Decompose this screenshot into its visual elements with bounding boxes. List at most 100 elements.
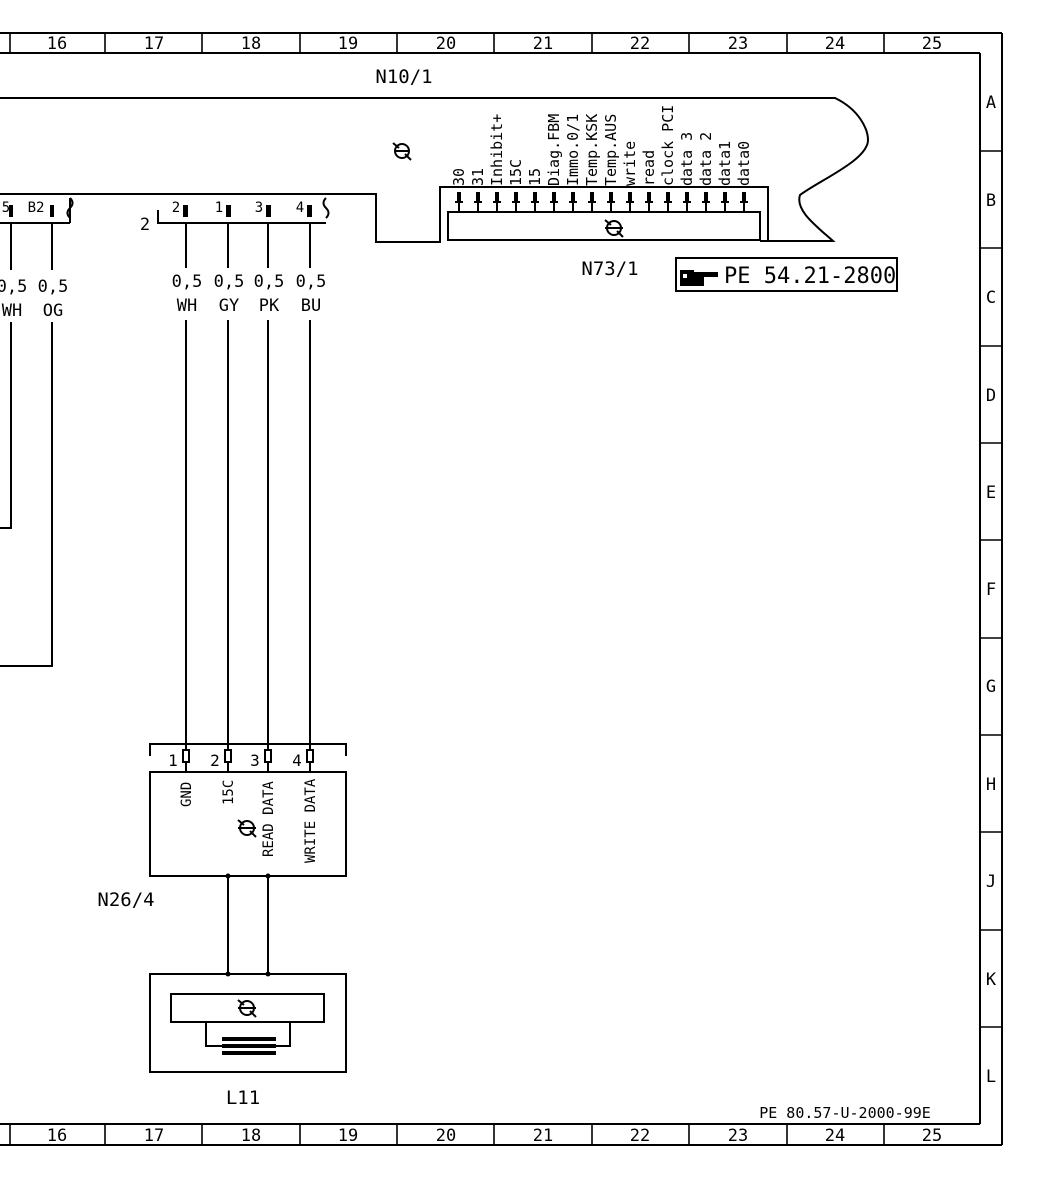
pin-label: Temp.AUS: [602, 114, 620, 186]
wire-size-label: 0,5: [254, 272, 285, 292]
pin-stub: [609, 192, 613, 202]
wire-color-label: PK: [259, 296, 280, 316]
column-label: 24: [825, 1126, 845, 1146]
pin-label: read: [640, 150, 658, 186]
column-label: 21: [533, 34, 553, 54]
signal-label: 15C: [221, 780, 237, 805]
n26-4-label: N26/4: [97, 889, 154, 911]
pin-label: data0: [735, 141, 753, 186]
pin-label: 30: [450, 168, 468, 186]
pin-stub: [723, 192, 727, 202]
signal-label: READ DATA: [261, 781, 277, 857]
connector-pin-label: 3: [255, 200, 263, 216]
column-label: 23: [728, 34, 748, 54]
column-labels-bottom: 16 17 18 19 20 21 22 23 24 25: [47, 1126, 942, 1146]
connector-pin-label: 4: [292, 751, 302, 770]
connector-pin-label: 5: [2, 200, 10, 216]
pin-stub: [552, 192, 556, 202]
l11-label: L11: [226, 1087, 260, 1109]
row-label: G: [986, 677, 996, 697]
connector-2: 2 2 1 3 4: [140, 197, 330, 235]
hand-pointer-icon: [680, 270, 718, 286]
row-label: H: [986, 775, 996, 795]
l11-wires: [225, 873, 271, 977]
row-label: F: [986, 580, 996, 600]
wire-color-label: WH: [2, 301, 22, 321]
n10-1-label: N10/1: [375, 66, 432, 88]
signal-label: WRITE DATA: [303, 778, 319, 863]
pin-label: Temp.KSK: [583, 114, 601, 186]
column-label: 22: [630, 1126, 650, 1146]
connector-2-label: 2: [140, 215, 150, 235]
row-label: B: [986, 191, 996, 211]
row-label: J: [986, 872, 996, 892]
column-label: 23: [728, 1126, 748, 1146]
n73-1-label: N73/1: [581, 258, 638, 280]
signal-wires: 0,5 WH 0,5 GY 0,5 PK 0,5 BU: [172, 223, 327, 750]
pin-label: clock PCI: [659, 105, 677, 186]
wire-size-label: 0,5: [296, 272, 327, 292]
n10-1-module: N10/1: [0, 66, 870, 243]
pin-label: data1: [716, 141, 734, 186]
pin-label: 15: [526, 168, 544, 186]
column-label: 19: [338, 1126, 358, 1146]
column-label: 20: [436, 1126, 456, 1146]
row-label: D: [986, 386, 996, 406]
pin-label: Diag.FBM: [545, 114, 563, 186]
reference-text: PE 54.21-2800: [724, 264, 896, 289]
connector-pin-label: 4: [296, 200, 304, 216]
pin-stub: [571, 192, 575, 202]
pin-label: Immo.0/1: [564, 114, 582, 186]
l11-coil: L11: [149, 973, 347, 1109]
ground-symbol-icon: [237, 999, 257, 1018]
left-wires: 0,5 WH 0,5 OG: [0, 223, 68, 667]
pin-stub: [742, 192, 746, 202]
wire-color-label: GY: [219, 296, 239, 316]
pin-stub: [495, 192, 499, 202]
signal-label: GND: [179, 782, 195, 807]
row-label: E: [986, 483, 996, 503]
column-label: 22: [630, 34, 650, 54]
column-label: 20: [436, 34, 456, 54]
ground-symbol-icon: [604, 219, 624, 238]
pin-label: 31: [469, 168, 487, 186]
pin-stub: [628, 192, 632, 202]
n73-1-connector: N73/1 30 31 Inhibit+ 15C 15 Diag.FBM Imm…: [447, 105, 761, 280]
wire-size-label: 0,5: [172, 272, 203, 292]
column-label: 18: [241, 34, 261, 54]
column-label: 25: [922, 1126, 942, 1146]
column-label: 16: [47, 1126, 67, 1146]
n26-4-module: 1 2 3 4 GND 15C READ DATA WRITE DATA N26…: [97, 743, 347, 911]
pin-stub: [476, 192, 480, 202]
row-label: L: [986, 1067, 996, 1087]
column-label: 18: [241, 1126, 261, 1146]
wire-color-label: BU: [301, 296, 321, 316]
connector-pin-label: 1: [168, 751, 178, 770]
wire-color-label: OG: [43, 301, 63, 321]
pin-stub: [704, 192, 708, 202]
drawing-number: PE 80.57-U-2000-99E: [759, 1104, 931, 1122]
pin-stub: [666, 192, 670, 202]
row-label: A: [986, 93, 996, 113]
connector-pin-label: 2: [210, 751, 220, 770]
column-labels-top: 16 17 18 19 20 21 22 23 24 25: [47, 34, 942, 54]
connector-b2: 5 B2: [0, 197, 74, 224]
pin-stub: [590, 192, 594, 202]
wire-color-label: WH: [177, 296, 197, 316]
pin-label: data 3: [678, 132, 696, 186]
pin-stub: [514, 192, 518, 202]
n73-1-pins: [455, 192, 748, 212]
pin-stub: [685, 192, 689, 202]
connector-pin-label: 2: [172, 200, 180, 216]
connector-b2-label: B2: [28, 200, 45, 216]
pin-label: write: [621, 141, 639, 186]
pin-stub: [647, 192, 651, 202]
column-label: 25: [922, 34, 942, 54]
n73-1-pin-labels: 30 31 Inhibit+ 15C 15 Diag.FBM Immo.0/1 …: [450, 105, 753, 186]
column-label: 21: [533, 1126, 553, 1146]
pin-stub: [457, 192, 461, 202]
column-label: 16: [47, 34, 67, 54]
column-label: 17: [144, 34, 164, 54]
column-label: 19: [338, 34, 358, 54]
wire-size-label: 0,5: [214, 272, 245, 292]
